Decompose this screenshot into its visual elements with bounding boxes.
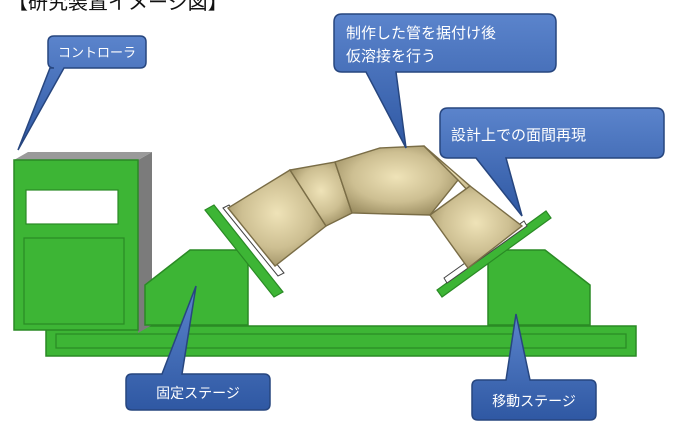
controller-display: [25, 189, 119, 225]
base-rail: [45, 325, 637, 357]
callout-weld: 制作した管を据付け後 仮溶接を行う: [333, 13, 557, 149]
bent-pipe: [226, 145, 524, 269]
callout-controller: コントローラ: [17, 35, 147, 151]
callout-surface: 設計上での面間再現: [439, 107, 665, 217]
callout-moving-stage: 移動ステージ: [471, 313, 597, 421]
callout-controller-label: コントローラ: [58, 46, 136, 61]
diagram-header: 【研究装置イメージ図】: [8, 0, 228, 14]
callout-fixed-stage: 固定ステージ: [125, 285, 271, 411]
callout-moving-stage-label: 移動ステージ: [492, 394, 576, 410]
pipe-segment-5: [429, 185, 524, 269]
callout-weld-line1: 制作した管を据付け後: [346, 24, 496, 42]
callout-weld-line2: 仮溶接を行う: [346, 47, 436, 65]
controller-door: [23, 237, 125, 325]
controller-cabinet: [13, 152, 152, 333]
callout-fixed-stage-label: 固定ステージ: [156, 386, 240, 402]
callout-surface-label: 設計上での面間再現: [451, 126, 586, 144]
fixed-mount-plate: [204, 204, 284, 298]
pipe-segment-3: [334, 145, 459, 216]
